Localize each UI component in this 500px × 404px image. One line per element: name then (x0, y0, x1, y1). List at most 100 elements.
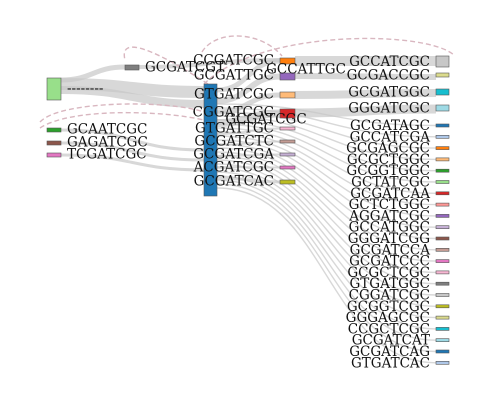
label-right-gcgagcgc-6: GCGAGCGC (346, 141, 430, 157)
label-right-gcgaccgc-1: GCGACCGC (347, 68, 430, 84)
label-mid-gcgatcac-8: GCGATCAC (194, 174, 274, 190)
node-right-gcgatcat-23 (435, 338, 450, 343)
label-right-gcgatcag-24: GCGATCAG (349, 344, 430, 360)
flow-hub-to-right-18 (216, 159, 437, 285)
label-right-gcgatcaa-10: GCGATCAA (350, 186, 430, 202)
flow-layer (60, 55, 437, 364)
node-mid-cggatcgc-3 (279, 108, 296, 119)
flow-hub-to-right-19 (216, 163, 437, 296)
node-right-gcgagcgc-6 (435, 146, 450, 150)
label-right-gcgatccc-16: GCGATCCC (349, 254, 430, 270)
node-right-gctatcgc-9 (435, 180, 450, 184)
label-hub-gcgatcgc: GCGATCGC (225, 112, 306, 128)
flow-hub-to-right-21 (216, 171, 437, 319)
node-right-gcgatagc-4 (435, 123, 450, 128)
label-right-gcgatagc-4: GCGATAGC (350, 118, 430, 134)
label-right-gcgatggc-2: GCGATGGC (348, 85, 430, 101)
flow-hub-to-right-25 (216, 187, 437, 364)
flow-left-main-to-midtop (60, 64, 126, 83)
label-mid-gcgattgc-1: GCGATTGC (194, 68, 274, 84)
label-mid-acgatcgc-7: ACGATCGC (193, 160, 274, 176)
flow-hub-to-right-24 (216, 183, 437, 353)
node-mid-gtgatcgc-2 (279, 91, 296, 99)
flow-hub-to-mid-8 (216, 176, 281, 184)
label-right-gcggtggc-8: GCGGTGGC (346, 163, 430, 179)
label-right-gggatcgc-3: GGGATCGC (348, 101, 430, 117)
node-hub-gcgatcgc (203, 83, 218, 197)
loop-left-2 (39, 111, 205, 129)
node-left-tcgatcgc-3 (46, 152, 62, 158)
node-layer (46, 55, 450, 365)
node-right-ccgctcgc-22 (435, 327, 450, 331)
flow-hub-to-right-16 (216, 151, 437, 262)
node-mid-gcgattgc-1 (279, 72, 296, 81)
label-right-gtgatggc-18: GTGATGGC (350, 276, 431, 292)
flow-hub-to-right-14 (216, 143, 437, 240)
node-mid-acgatcgc-7 (279, 165, 296, 170)
node-right-gtgatcac-25 (435, 360, 450, 365)
label-left-gcaatcgc-1: GCAATCGC (67, 122, 147, 138)
flow-hub-to-right-8 (216, 119, 437, 172)
label-right-cggatcgc-19: CGGATCGC (349, 288, 430, 304)
node-right-gcggtggc-8 (435, 168, 450, 173)
node-right-gcgatcag-24 (435, 349, 450, 354)
label-right-gcgatcat-23: GCGATCAT (352, 333, 430, 349)
flow-midtop-to-mid (138, 58, 281, 69)
flow-hub-to-right-20 (216, 167, 437, 307)
label-right-gctatcgc-9: GCTATCGC (351, 175, 430, 191)
flow-hub-to-right-9 (216, 123, 437, 183)
label-left-gagatcgc-2: GAGATCGC (67, 135, 148, 151)
flow-hub-to-right-4 (216, 103, 437, 127)
self-loop-layer (39, 35, 456, 129)
node-right-gccatcgc-0 (435, 55, 450, 68)
label-floating-gccattgc: GCCATTGC (266, 62, 346, 78)
flow-left-2-to-hub (60, 128, 205, 152)
node-right-gggatcgc-3 (435, 104, 450, 112)
label-left-tcgatcgc-3: TCGATCGC (67, 147, 147, 163)
node-left-gcaatcgc-1 (46, 127, 62, 133)
label-right-gtgatcac-25: GTGATCAC (351, 355, 430, 371)
label-mid-gcgatctc-5: GCGATCTC (194, 134, 274, 150)
label-right-gctctggc-11: GCTCTGGC (349, 197, 430, 213)
flow-mid-to-right-2 (294, 89, 437, 99)
node-mid-gcgatcac-8 (279, 179, 296, 185)
node-right-gggatcgg-14 (435, 236, 450, 241)
label-mid-cggatcgc-3: CGGATCGC (193, 105, 274, 121)
flow-hub-to-right-17 (216, 155, 437, 274)
node-left---0 (46, 77, 62, 101)
loop-hub-1 (123, 46, 209, 85)
flow-hub-to-mid-7 (216, 166, 281, 169)
label-right-gcgctggc-7: GCGCTGGC (347, 152, 430, 168)
flow-hub-to-mid-3 (216, 109, 281, 127)
flow-hub-to-mid-4 (216, 127, 281, 135)
node-right-gcgatggc-2 (435, 88, 450, 96)
loop-top-large (203, 37, 456, 85)
flow-hub-to-right-23 (216, 179, 437, 341)
loop-hub-2 (201, 35, 283, 57)
label-right-gggagcgc-21: GGGAGCGC (346, 310, 430, 326)
node-right-aggatcgc-12 (435, 214, 450, 218)
flow-hub-to-right-10 (216, 127, 437, 194)
flow-hub-to-mid-0 (216, 58, 281, 93)
node-right-gcgatccc-16 (435, 259, 450, 263)
node-right-gcgatcaa-10 (435, 191, 450, 196)
node-mid-gtgattgc-4 (279, 126, 296, 131)
flow-hub-to-right-12 (216, 135, 437, 217)
label-right-gccatggc-13: GCCATGGC (349, 220, 430, 236)
node-right-gcgctcgc-17 (435, 270, 450, 275)
flow-hub-to-right-11 (216, 131, 437, 206)
label-gcgatcgt: GCGATCGT (145, 60, 225, 76)
label-right-gcgctcgc-17: GCGCTCGC (347, 265, 430, 281)
flow-hub-to-right-6 (216, 111, 437, 149)
node-right-cggatcgc-19 (435, 293, 450, 297)
node-mid-gcgatcga-6 (279, 152, 296, 157)
label-left---0: -------- (67, 81, 104, 97)
flow-hub-to-mid-1 (216, 73, 281, 104)
node-right-gcgctggc-7 (435, 157, 450, 162)
node-right-gtgatggc-18 (435, 281, 450, 286)
flow-mid-to-right-1 (294, 73, 437, 80)
flow-left-main-to-hub-2 (60, 86, 205, 108)
